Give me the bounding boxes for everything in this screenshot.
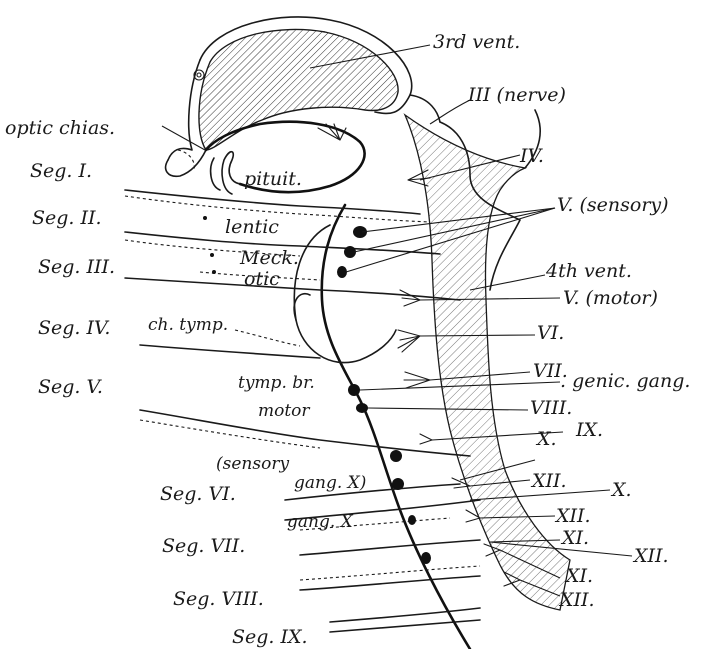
label-twelfth-d: XII. <box>558 589 595 611</box>
label-sensory: (sensory <box>216 454 289 474</box>
label-pituit: pituit. <box>244 168 302 190</box>
label-fourth-nerve: IV. <box>519 145 544 167</box>
ganglion-genic <box>348 384 360 396</box>
label-eighth: VIII. <box>530 397 572 419</box>
segment-label: Seg. VI. <box>160 483 236 505</box>
label-ch-tymp: ch. tymp. <box>148 315 228 335</box>
label-fifth-sensory: V. (sensory) <box>557 194 669 216</box>
segment-label: Seg. VII. <box>162 535 245 557</box>
segment-label: Seg. V. <box>38 376 103 398</box>
segment-label: Seg. VIII. <box>173 588 264 610</box>
ganglion-x-lower <box>408 515 416 525</box>
label-optic-chias: optic chias. <box>5 117 115 139</box>
label-ninth: IX. <box>575 419 603 441</box>
label-gang-x-lower: gang. X <box>287 512 354 532</box>
segment-label: Seg. IX. <box>232 626 308 648</box>
label-third-vent: 3rd vent. <box>433 31 520 53</box>
label-twelfth-c: XII. <box>632 545 669 567</box>
label-eleventh-b: XI. <box>564 565 593 587</box>
ganglion-sensory-v-3 <box>337 266 347 278</box>
label-twelfth-b: XII. <box>554 505 591 527</box>
label-tymp-br: tymp. br. <box>238 373 315 393</box>
third-ventricle-region <box>168 17 440 160</box>
segment-label: Seg. II. <box>32 207 102 229</box>
ganglion-x-upper <box>392 478 404 490</box>
segment-label: Seg. I. <box>30 160 92 182</box>
label-genic-gang: . genic. gang. <box>560 370 690 392</box>
label-fourth-vent: 4th vent. <box>545 260 632 282</box>
label-otic: otic <box>244 268 280 290</box>
label-lentic: lentic <box>225 216 279 238</box>
segment-label: Seg. IV. <box>38 317 110 339</box>
ganglion-viii <box>356 403 368 413</box>
label-eleventh-a: XI. <box>560 527 589 549</box>
label-gang-x-upper: gang. X) <box>294 473 366 493</box>
label-fifth-motor: V. (motor) <box>563 287 658 309</box>
label-motor: motor <box>258 401 310 421</box>
segment-label: Seg. III. <box>38 256 115 278</box>
label-tenth-lower: X. <box>610 479 632 501</box>
label-third-nerve: III (nerve) <box>467 84 566 106</box>
label-meck: Meck. <box>239 247 299 269</box>
label-sixth: VI. <box>537 322 564 344</box>
label-tenth-upper: X. <box>535 428 557 450</box>
label-twelfth-a: XII. <box>530 470 567 492</box>
ganglion-ix <box>390 450 402 462</box>
ganglion-xii <box>421 552 431 564</box>
